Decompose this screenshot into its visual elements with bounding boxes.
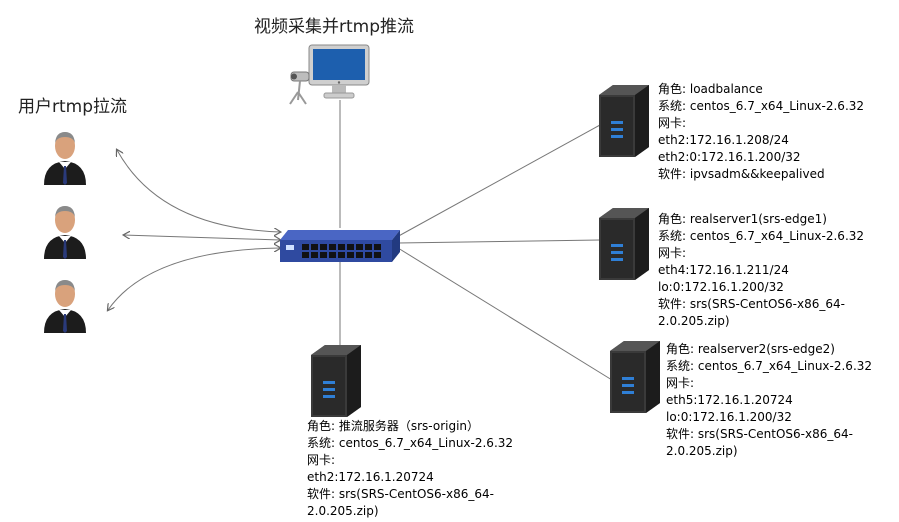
rs2-nic-2: lo:0:172.16.1.200/32 — [666, 410, 792, 424]
origin-info: 角色: 推流服务器（srs-origin） 系统: centos_6.7_x64… — [307, 418, 513, 520]
rs1-nic-label: 网卡: — [658, 246, 687, 260]
lb-software: 软件: ipvsadm&&keepalived — [658, 167, 825, 181]
user-avatar-icon-2 — [44, 206, 86, 259]
rs1-nic-1: eth4:172.16.1.211/24 — [658, 263, 789, 277]
lb-nic-2: eth2:0:172.16.1.200/32 — [658, 150, 801, 164]
server-tower-icon-origin — [311, 345, 361, 417]
origin-nic-1: eth2:172.16.1.20724 — [307, 470, 434, 484]
network-switch-icon — [280, 230, 400, 262]
capture-title: 视频采集并rtmp推流 — [254, 17, 415, 37]
link-switch-rs2 — [397, 247, 613, 381]
lb-role: 角色: loadbalance — [658, 82, 763, 96]
server-tower-icon-rs1 — [599, 208, 649, 280]
origin-role: 角色: 推流服务器（srs-origin） — [307, 419, 480, 433]
pull-title: 用户rtmp拉流 — [18, 97, 128, 117]
lb-nic-label: 网卡: — [658, 116, 687, 130]
rs2-info: 角色: realserver2(srs-edge2) 系统: centos_6.… — [666, 341, 872, 460]
lb-info: 角色: loadbalance 系统: centos_6.7_x64_Linux… — [658, 81, 864, 183]
rs1-os: 系统: centos_6.7_x64_Linux-2.6.32 — [658, 229, 865, 243]
lb-os: 系统: centos_6.7_x64_Linux-2.6.32 — [658, 99, 865, 113]
webcam-icon — [289, 71, 310, 105]
rs1-role: 角色: realserver1(srs-edge1) — [658, 212, 827, 226]
link-switch-rs1 — [397, 239, 601, 244]
rs2-os: 系统: centos_6.7_x64_Linux-2.6.32 — [666, 359, 873, 373]
arrow-user2 — [124, 235, 280, 240]
server-tower-icon-lb — [599, 85, 649, 157]
arrow-user3 — [108, 248, 280, 310]
rs2-nic-label: 网卡: — [666, 376, 695, 390]
origin-os: 系统: centos_6.7_x64_Linux-2.6.32 — [307, 436, 514, 450]
user-avatar-icon-1 — [44, 132, 86, 185]
rs2-role: 角色: realserver2(srs-edge2) — [666, 342, 835, 356]
rs1-software-cont: 2.0.205.zip) — [658, 314, 730, 328]
arrow-user1 — [117, 150, 280, 232]
rs1-software: 软件: srs(SRS-CentOS6-x86_64- — [658, 297, 845, 311]
origin-software-cont: 2.0.205.zip) — [307, 504, 379, 518]
origin-software: 软件: srs(SRS-CentOS6-x86_64- — [307, 487, 494, 501]
link-switch-lb — [394, 124, 601, 239]
rs2-software: 软件: srs(SRS-CentOS6-x86_64- — [666, 427, 853, 441]
lb-nic-1: eth2:172.16.1.208/24 — [658, 133, 789, 147]
rs1-info: 角色: realserver1(srs-edge1) 系统: centos_6.… — [658, 211, 864, 330]
rs1-nic-2: lo:0:172.16.1.200/32 — [658, 280, 784, 294]
server-tower-icon-rs2 — [610, 341, 660, 413]
user-avatar-icon-3 — [44, 280, 86, 333]
origin-nic-label: 网卡: — [307, 453, 336, 467]
rs2-nic-1: eth5:172.16.1.20724 — [666, 393, 793, 407]
rs2-software-cont: 2.0.205.zip) — [666, 444, 738, 458]
monitor-icon — [308, 44, 370, 99]
